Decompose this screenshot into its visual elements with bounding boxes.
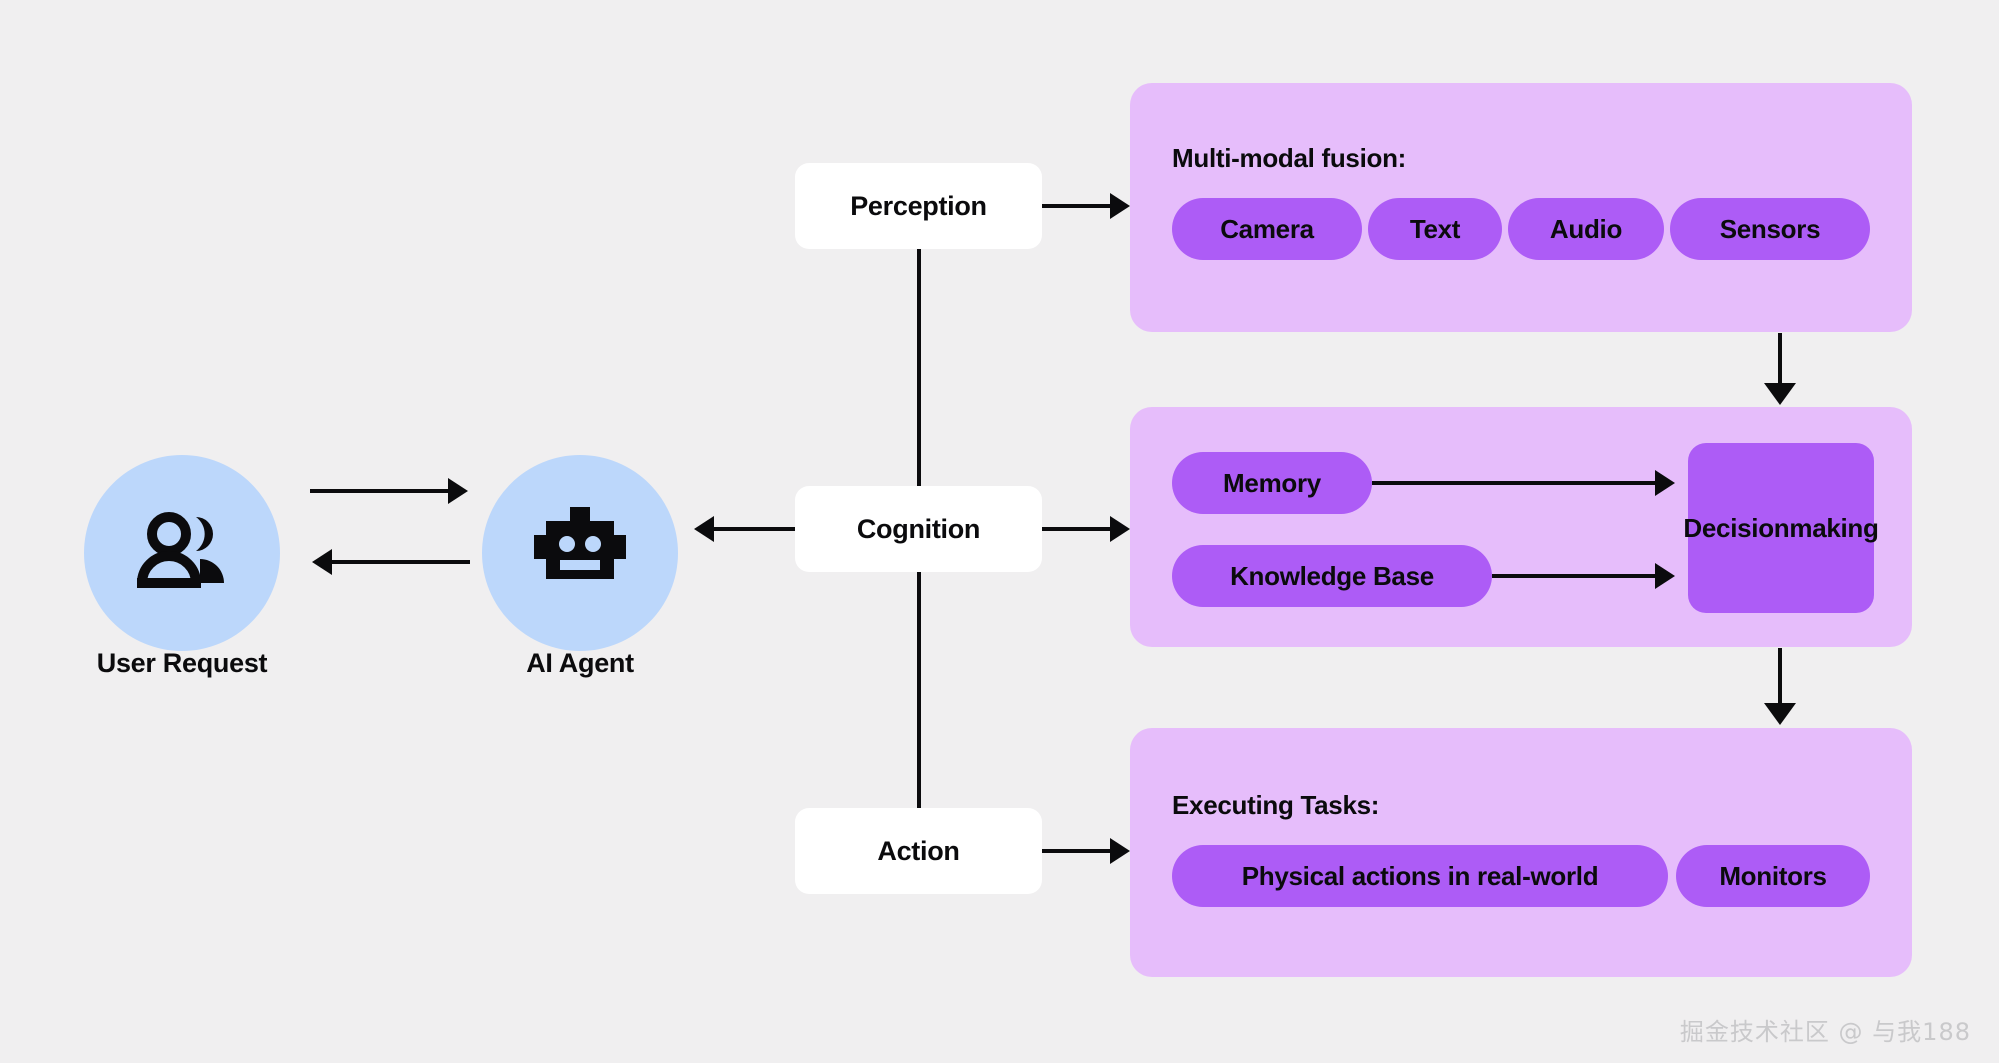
users-icon [134,503,230,604]
arrow-perception-head [1110,193,1130,219]
cognition-item-memory[interactable]: Memory [1172,452,1372,514]
arrow-memory-to-decision-line [1372,481,1662,485]
arrow-kb-to-decision-line [1492,574,1662,578]
arrow-cognition-to-agent-line [712,527,802,531]
arrow-action-head [1110,838,1130,864]
cognition-decision-making-box[interactable]: Decision making [1683,443,1879,613]
ai-agent-label: AI Agent [526,648,634,678]
action-item-monitors[interactable]: Monitors [1676,845,1870,907]
stage-perception[interactable]: Perception [795,163,1042,249]
arrow-perception-line [1042,204,1118,208]
robot-icon [532,503,628,604]
arrow-panel1-to-panel2-line [1778,333,1782,388]
cognition-item-knowledge-base[interactable]: Knowledge Base [1172,545,1492,607]
arrow-cognition-to-agent-head [694,516,714,542]
perception-item-audio[interactable]: Audio [1508,198,1664,260]
arrow-action-line [1042,849,1118,853]
arrow-agent-to-user-line [330,560,470,564]
user-request-node[interactable] [84,455,280,651]
perception-item-camera[interactable]: Camera [1172,198,1362,260]
perception-item-sensors[interactable]: Sensors [1670,198,1870,260]
arrow-user-to-agent-line [310,489,450,493]
perception-panel-title: Multi-modal fusion: [1172,143,1407,173]
arrow-cognition-head [1110,516,1130,542]
watermark: 掘金技术社区 @ 与我188 [1679,1018,1971,1046]
arrow-user-to-agent-head [448,478,468,504]
arrow-agent-to-user-head [312,549,332,575]
arrow-panel2-to-panel3-head [1764,703,1796,725]
arrow-cognition-line [1042,527,1118,531]
arrow-panel1-to-panel2-head [1764,383,1796,405]
decision-making-label-line1: Decision [1683,512,1790,543]
arrow-panel2-to-panel3-line [1778,648,1782,708]
stage-spine-lower [917,500,921,860]
stage-spine-upper [917,200,921,530]
stage-action[interactable]: Action [795,808,1042,894]
arrow-kb-to-decision-head [1655,563,1675,589]
action-item-physical-actions[interactable]: Physical actions in real-world [1172,845,1668,907]
decision-making-label-line2: making [1789,512,1879,543]
user-request-label: User Request [96,648,268,678]
action-panel-title: Executing Tasks: [1172,790,1380,820]
perception-item-text[interactable]: Text [1368,198,1502,260]
ai-agent-node[interactable] [482,455,678,651]
arrow-memory-to-decision-head [1655,470,1675,496]
stage-cognition[interactable]: Cognition [795,486,1042,572]
